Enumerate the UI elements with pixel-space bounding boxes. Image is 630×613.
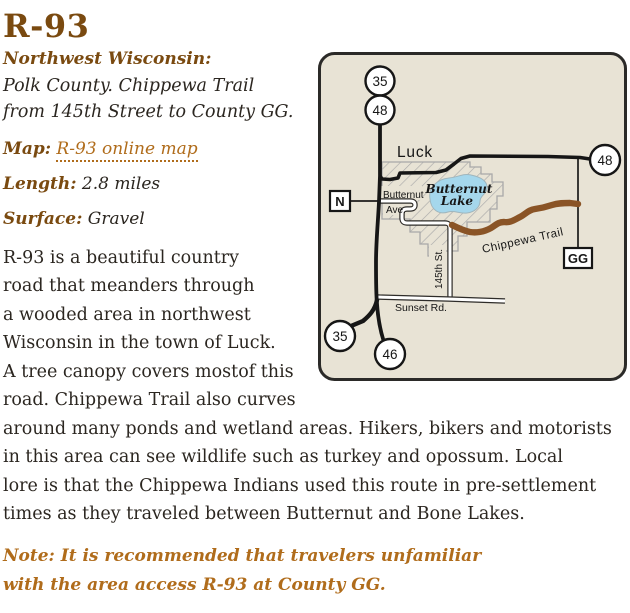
street-145th-label: 145th St.	[434, 249, 445, 289]
highway-shield-35-top: 35	[364, 65, 396, 97]
length-label: Length:	[3, 173, 77, 194]
route-description: Polk County. Chippewa Trail from 145th S…	[3, 75, 294, 122]
page-title: R-93	[3, 7, 90, 45]
highway-shield-48-top: 48	[364, 94, 396, 126]
butternut-ave-label-line1: Butternut	[383, 190, 424, 201]
map-label: Map:	[3, 138, 51, 159]
surface-value: Gravel	[87, 208, 145, 229]
sunset-rd-label: Sunset Rd.	[395, 302, 447, 314]
butternut-lake	[429, 173, 488, 214]
road-sunset	[376, 295, 506, 303]
shield-46-label: 46	[382, 347, 397, 362]
town-label-luck: Luck	[397, 144, 433, 161]
county-n-label: N	[335, 194, 344, 209]
map-row: Map: R-93 online map	[3, 138, 627, 162]
trail-map-svg: 35 48 48 35 46 N	[318, 51, 627, 381]
shield-35-top-label: 35	[372, 74, 387, 89]
shield-35-bottom-label: 35	[332, 329, 347, 344]
online-map-link[interactable]: R-93 online map	[56, 138, 198, 162]
county-gg-label: GG	[568, 251, 588, 266]
region-heading: Northwest Wisconsin:	[3, 48, 212, 69]
highway-35-branch	[348, 297, 380, 328]
surface-row: Surface: Gravel	[3, 208, 627, 230]
label-clear-145th	[429, 244, 446, 292]
surface-label: Surface:	[3, 208, 83, 229]
length-row: Length: 2.8 miles	[3, 173, 627, 195]
highway-shield-48-right: 48	[588, 143, 622, 176]
chippewa-trail-line	[448, 199, 582, 236]
lake-label-line2: Lake	[440, 194, 474, 208]
highway-shield-35-bottom: 35	[323, 319, 357, 352]
shield-48-top-label: 48	[372, 103, 387, 118]
travel-note: Note: It is recommended that travelers u…	[3, 545, 482, 595]
shield-48-right-label: 48	[597, 153, 612, 168]
highway-48-east	[378, 153, 591, 182]
body-paragraph: R-93 is a beautiful country road that me…	[3, 247, 612, 525]
lake-label-line1: Butternut	[425, 182, 493, 196]
county-box-n: N	[328, 189, 352, 212]
highway-shield-46: 46	[373, 337, 407, 370]
trail-map: 35 48 48 35 46 N	[318, 51, 627, 381]
butternut-ave-label-line2: Ave.	[386, 205, 406, 216]
highway-35-48-vertical	[374, 121, 386, 343]
label-clear-butternut	[380, 185, 422, 200]
road-butternut-ave-145th	[380, 199, 452, 299]
county-box-gg: GG	[562, 246, 594, 269]
length-value: 2.8 miles	[81, 173, 161, 194]
